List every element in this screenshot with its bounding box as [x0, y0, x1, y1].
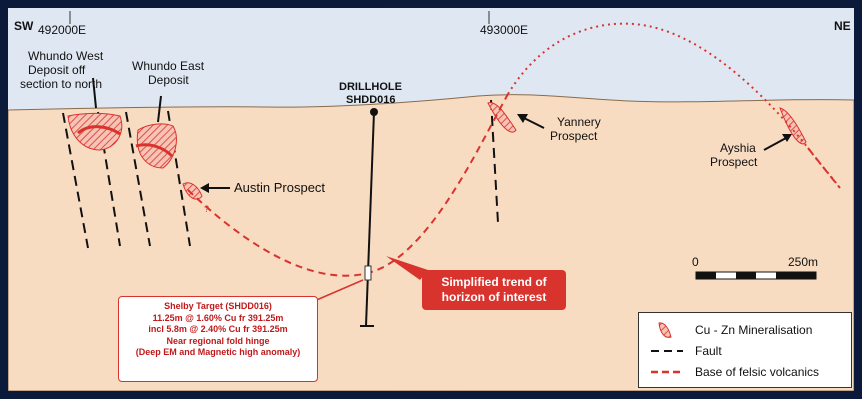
cross-section-panel: SW 492000E 493000E NE ?: [8, 8, 854, 391]
ne-label: NE: [834, 19, 851, 33]
sw-label: SW: [14, 19, 34, 33]
whundo-west-label-line3: section to north: [20, 77, 102, 91]
easting-492000: 492000E: [38, 23, 86, 37]
trend-dotted: [507, 22, 839, 187]
scale-zero: 0: [692, 255, 699, 269]
target-callout-line5: (Deep EM and Magnetic high anomaly): [135, 347, 301, 357]
ayshia-arrowhead: [782, 134, 792, 142]
base-volcanics-swatch-icon: [649, 363, 685, 381]
ayshia-body: [779, 107, 807, 145]
target-callout: Shelby Target (SHDD016) 11.25m @ 1.60% C…: [118, 296, 318, 382]
mineralisation-swatch-icon: [649, 321, 685, 339]
whundo-west-label-line2: Deposit off: [28, 63, 86, 77]
ayshia-arrow: [763, 137, 787, 151]
shelby-target-marker: [364, 265, 372, 281]
whundo-east-lens: [135, 143, 174, 158]
legend-fault-label: Fault: [695, 344, 722, 358]
fault-line: [125, 111, 151, 247]
trend-dashed-east: [807, 147, 841, 189]
whundo-west-lens: [77, 125, 121, 136]
scale-max: 250m: [788, 255, 818, 269]
ayshia-label-line1: Ayshia: [720, 141, 756, 155]
target-callout-line3: incl 5.8m @ 2.40% Cu fr 391.25m: [148, 324, 288, 334]
austin-arrowhead: [200, 183, 209, 193]
trend-callout: Simplified trend of horizon of interest: [422, 270, 566, 310]
whundo-east-leader: [157, 95, 162, 123]
legend-row-base: Base of felsic volcanics: [649, 363, 819, 381]
trend-callout-line2: horizon of interest: [441, 290, 547, 304]
drillhole-collar: [370, 108, 378, 116]
yannery-label-line2: Prospect: [550, 129, 598, 143]
trend-callout-line1: Simplified trend of: [441, 275, 547, 289]
whundo-west-label-line1: Whundo West: [28, 49, 104, 63]
legend-row-fault: Fault: [649, 342, 722, 360]
drillhole-label-line2: SHDD016: [346, 94, 396, 106]
austin-body: [182, 182, 203, 200]
legend-base-label: Base of felsic volcanics: [695, 365, 820, 379]
yannery-arrow: [523, 117, 545, 129]
austin-label: Austin Prospect: [234, 180, 325, 195]
fault-line: [490, 99, 499, 224]
whundo-east-label-line1: Whundo East: [132, 59, 205, 73]
yannery-label-line1: Yannery: [557, 115, 601, 129]
scale-bar: 0 250m: [692, 255, 818, 280]
pointer-arrows: [92, 77, 792, 193]
fault-line: [62, 112, 89, 249]
scale-bar-segment: [776, 272, 816, 279]
legend-mineralisation-label: Cu - Zn Mineralisation: [695, 323, 813, 337]
legend: Cu - Zn Mineralisation Fault Base of fel…: [638, 312, 852, 388]
mineral-bodies: [67, 102, 807, 200]
fault-swatch-icon: [649, 342, 685, 360]
whundo-west-body: [67, 112, 123, 151]
drillhole-label-line1: DRILLHOLE: [339, 81, 402, 93]
easting-493000: 493000E: [480, 23, 528, 37]
drillhole-trace: [365, 111, 375, 327]
target-callout-line2: 11.25m @ 1.60% Cu fr 391.25m: [152, 312, 284, 323]
whundo-west-leader: [92, 77, 97, 109]
yannery-body: [487, 102, 517, 133]
ayshia-label-line2: Prospect: [710, 155, 758, 169]
legend-row-mineralisation: Cu - Zn Mineralisation: [649, 321, 812, 339]
question-mark: ?: [204, 204, 209, 214]
scale-bar-segment: [696, 272, 716, 279]
target-callout-line4: Near regional fold hinge: [166, 335, 270, 346]
scale-bar-segment: [736, 272, 756, 279]
whundo-east-label-line2: Deposit: [148, 73, 189, 87]
target-callout-line1: Shelby Target (SHDD016): [164, 301, 272, 311]
trend-callout-pointer: [386, 256, 428, 280]
yannery-arrowhead: [517, 114, 528, 123]
